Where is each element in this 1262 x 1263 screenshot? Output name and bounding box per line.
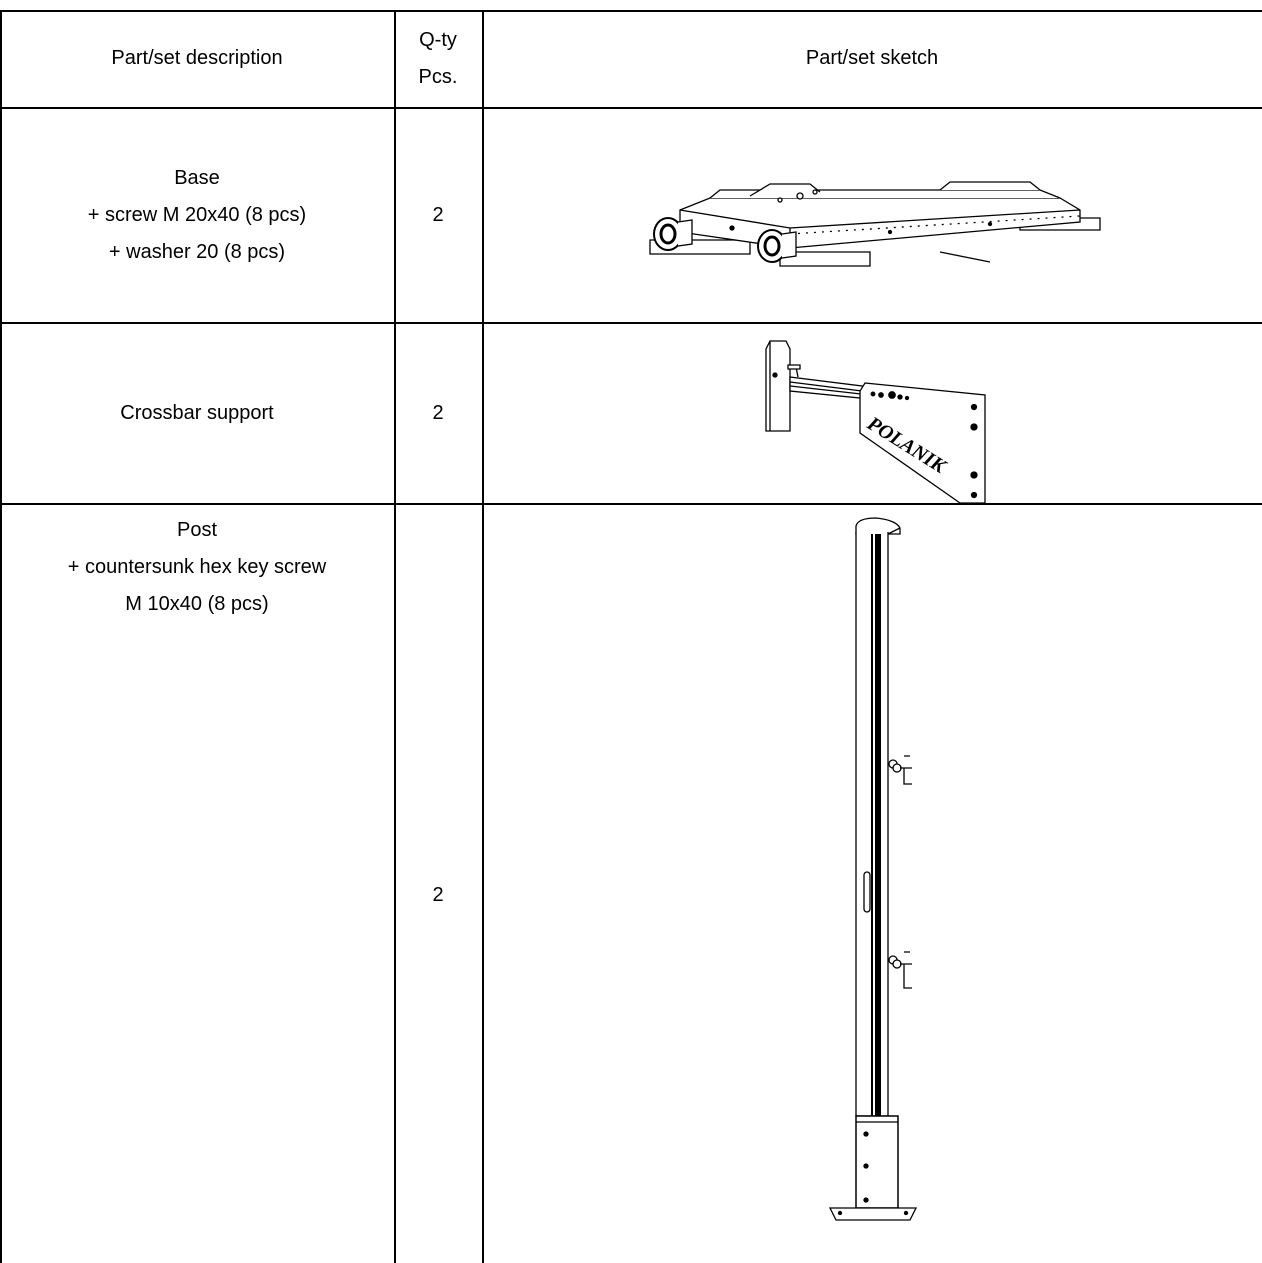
row-base-quantity: 2 <box>394 108 482 322</box>
table-border-top <box>0 10 1262 12</box>
row-crossbar-description: Crossbar support <box>0 323 394 503</box>
base-frame-drawing-icon <box>649 181 1101 267</box>
description-line: Base <box>174 166 220 189</box>
header-sketch-label: Part/set sketch <box>805 47 939 69</box>
description-line: Post <box>176 519 218 541</box>
header-qty-line-1: Q-ty <box>419 28 457 51</box>
header-quantity: Q-ty Pcs. <box>394 10 482 107</box>
column-divider-2 <box>482 10 484 1263</box>
description-line: + countersunk hex key screw <box>67 556 327 578</box>
row-divider-header <box>0 107 1262 109</box>
row-base-description: Base + screw M 20x40 (8 pcs) + washer 20… <box>0 108 394 322</box>
row-divider-1 <box>0 322 1262 324</box>
header-description-label: Part/set description <box>111 47 283 69</box>
description-line: + washer 20 (8 pcs) <box>108 240 286 263</box>
row-post-description: Post + countersunk hex key screw M 10x40… <box>0 512 394 632</box>
crossbar-support-drawing-icon: POLANIK <box>765 340 986 504</box>
header-description: Part/set description <box>0 10 394 107</box>
header-qty-line-2: Pcs. <box>418 65 458 88</box>
row-divider-2 <box>0 503 1262 505</box>
quantity-value: 2 <box>432 203 444 226</box>
description-line: M 10x40 (8 pcs) <box>125 593 269 615</box>
quantity-value: 2 <box>432 401 444 424</box>
description-line: Crossbar support <box>120 401 274 424</box>
row-crossbar-quantity: 2 <box>394 323 482 503</box>
column-divider-1 <box>394 10 396 1263</box>
description-line: + screw M 20x40 (8 pcs) <box>87 203 307 226</box>
table-border-left <box>0 10 2 1263</box>
quantity-value: 2 <box>432 883 444 906</box>
row-post-quantity: 2 <box>394 870 482 920</box>
header-sketch: Part/set sketch <box>482 10 1262 107</box>
post-drawing-icon <box>828 517 918 1221</box>
